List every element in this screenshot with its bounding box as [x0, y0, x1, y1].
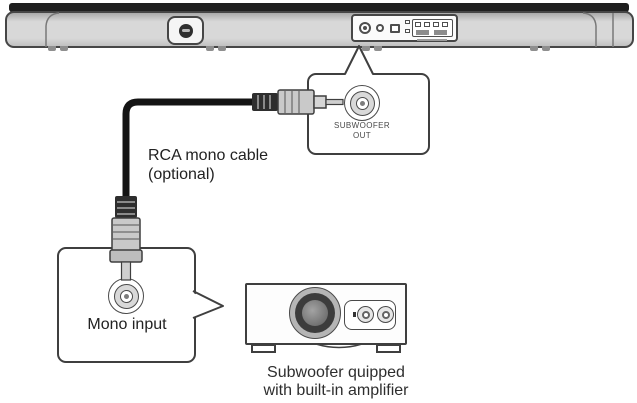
rca-jack-icon [344, 85, 380, 121]
subwoofer-foot [376, 344, 401, 353]
rca-cable-label: RCA mono cable (optional) [148, 146, 268, 184]
soundbar-top-edge [9, 3, 629, 12]
aux-jack-icon [376, 24, 384, 32]
jack-inner [119, 289, 133, 303]
soundbar-foot [374, 46, 382, 51]
subwoofer-out-label-line2: OUT [352, 131, 372, 140]
jack-center [363, 26, 367, 30]
rca-jack-icon [108, 278, 144, 314]
subwoofer-foot [251, 344, 276, 353]
plug-collar [109, 249, 143, 263]
terminal-slot-icon [434, 30, 447, 35]
plug-body [277, 89, 315, 115]
subwoofer-out-label-line1: SUBWOOFER [333, 121, 391, 130]
soundbar-right-seam [582, 12, 597, 47]
keyhole-mount-icon [178, 23, 193, 38]
subwoofer-caption-line1: Subwoofer quipped [267, 364, 405, 381]
terminal-icon [433, 22, 439, 27]
jack-ring [113, 283, 139, 309]
subwoofer-knob-icon [377, 306, 394, 323]
callout-tail-top [345, 45, 373, 76]
soundbar-body [5, 11, 634, 48]
terminal-icon [442, 22, 448, 27]
soundbar-foot [206, 46, 214, 51]
plug-body-ridges [113, 224, 139, 240]
subwoofer-out-jack-icon [359, 22, 371, 34]
wall-mount-bracket [167, 16, 204, 45]
callout-tail-right [191, 292, 223, 319]
rca-cable-label-line2: (optional) [148, 166, 215, 183]
subwoofer-caption-line2: with built-in amplifier [263, 382, 409, 399]
soundbar-left-seam [45, 12, 60, 47]
plug-pin [120, 261, 132, 281]
subwoofer-out-label: SUBWOOFER OUT [312, 121, 412, 141]
plug-neck [313, 95, 327, 109]
subwoofer-base-arc [315, 343, 363, 349]
rca-cable-label-line1: RCA mono cable [148, 147, 269, 164]
soundbar-foot [362, 46, 370, 51]
mono-input-label: Mono input [87, 316, 167, 333]
soundbar-foot [48, 46, 56, 51]
jack-inner [355, 96, 369, 110]
screw-slot [181, 29, 190, 32]
jack-center [359, 100, 365, 106]
callout-tail-top-stroke [344, 45, 374, 75]
callout-tail-right-stroke [192, 290, 224, 319]
plug-ridges [257, 95, 271, 109]
jack-ring [349, 90, 375, 116]
plug-body-ridges [284, 91, 300, 113]
plug-pin [325, 98, 344, 106]
soundbar-foot [218, 46, 226, 51]
plug-ridges [117, 201, 135, 215]
rca-plug-icon [252, 89, 344, 115]
soundbar-foot [530, 46, 538, 51]
terminal-icon [424, 22, 430, 27]
speaker-terminal-block [412, 19, 453, 37]
subwoofer-caption: Subwoofer quipped with built-in amplifie… [238, 364, 434, 400]
panel-fine-print [417, 39, 447, 41]
subwoofer-knob-icon [357, 306, 374, 323]
switch-icon [405, 29, 410, 33]
jack-center [123, 293, 129, 299]
terminal-slot-icon [416, 30, 429, 35]
knob-center [361, 310, 370, 319]
soundbar-foot [542, 46, 550, 51]
panel-marker [353, 312, 356, 317]
optical-port-icon [390, 24, 400, 33]
knob-center [381, 310, 390, 319]
soundbar-connection-panel [351, 14, 458, 42]
speaker-surround [295, 293, 335, 333]
plug-body [111, 217, 141, 253]
soundbar-foot [60, 46, 68, 51]
switch-icon [405, 20, 410, 24]
subwoofer-speaker-icon [289, 287, 341, 339]
rca-cable [122, 98, 252, 196]
rca-plug-icon [109, 196, 143, 281]
speaker-cone [302, 300, 328, 326]
terminal-icon [415, 22, 421, 27]
